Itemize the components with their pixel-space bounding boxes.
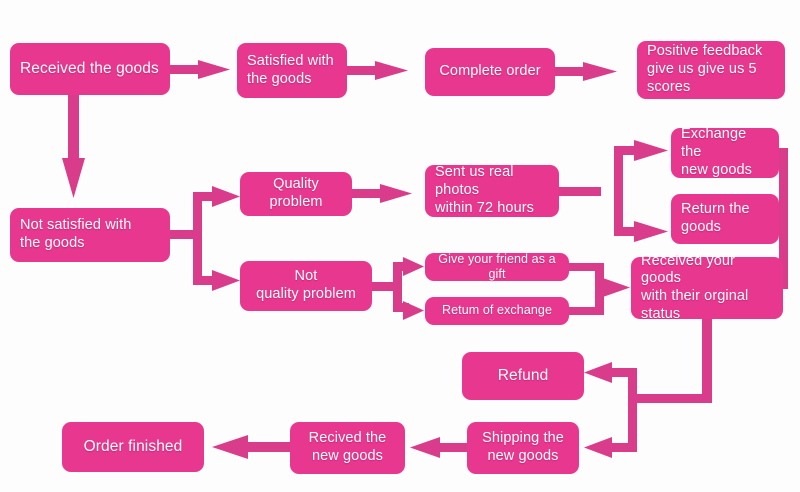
node-complete-order[interactable]: Complete order — [425, 48, 555, 96]
edge-received-to-satisfied — [170, 60, 230, 79]
node-positive-feedback[interactable]: Positive feedback give us give us 5 scor… — [637, 41, 785, 99]
edge-received-goods-to-refund-shipping — [584, 319, 712, 458]
edge-photos-branch — [559, 140, 668, 242]
node-satisfied-with-the-goods[interactable]: Satisfied with the goods — [237, 43, 347, 98]
edge-complete-to-feedback — [555, 62, 617, 81]
node-not-satisfied-with-goods[interactable]: Not satisfied with the goods — [10, 208, 170, 262]
node-recived-the-new-goods[interactable]: Recived the new goods — [290, 422, 405, 474]
edge-recived-to-order-finished — [212, 435, 292, 459]
node-not-quality-problem[interactable]: Not quality problem — [240, 261, 372, 311]
edge-not-quality-branch — [372, 257, 424, 320]
node-received-your-goods[interactable]: Received your goods with their orginal s… — [631, 253, 783, 322]
node-shipping-the-new-goods[interactable]: Shipping the new goods — [467, 422, 579, 474]
edge-received-to-not-satisfied — [62, 95, 85, 198]
edge-not-satisfied-branch — [170, 186, 240, 291]
edge-shipping-to-recived — [410, 437, 468, 458]
node-exchange-the-new-goods[interactable]: Exchange the new goods — [671, 126, 779, 178]
edge-satisfied-to-complete — [347, 61, 408, 80]
edge-gift-to-received-goods — [569, 263, 630, 315]
edge-exchange-return-to-received — [779, 148, 788, 289]
node-order-finished[interactable]: Order finished — [62, 422, 204, 472]
node-refund[interactable]: Refund — [462, 352, 584, 400]
node-received-the-goods[interactable]: Received the goods — [10, 43, 170, 95]
edge-quality-to-photos — [352, 184, 412, 203]
node-return-of-exchange[interactable]: Retum of exchange — [425, 297, 569, 325]
node-give-your-friend-as-a-gift[interactable]: Give your friend as a gift — [425, 252, 569, 281]
node-quality-problem[interactable]: Quality problem — [240, 172, 352, 216]
node-sent-us-real-photos[interactable]: Sent us real photos within 72 hours — [425, 164, 559, 217]
node-return-the-goods[interactable]: Return the goods — [671, 194, 779, 244]
